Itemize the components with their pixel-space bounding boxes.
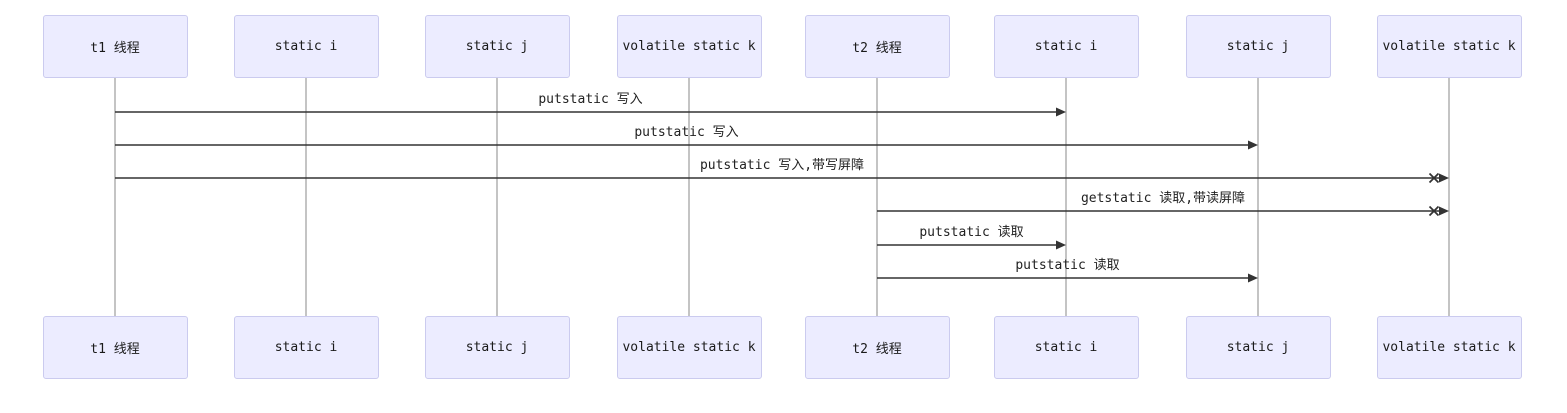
arrowhead-icon — [1439, 206, 1449, 216]
arrowhead-icon — [1248, 273, 1258, 283]
arrowhead-icon — [1056, 240, 1066, 250]
actor-box-static-j-2-top: static j — [1185, 15, 1331, 78]
actor-box-static-i-1-top: static i — [233, 15, 379, 78]
actor-box-volatile-static-k-1-bottom: volatile static k — [616, 316, 762, 379]
actor-box-static-i-2-top: static i — [993, 15, 1139, 78]
message-label-getstatic-read-k-barrier: getstatic 读取,带读屏障 — [1080, 191, 1246, 206]
message-label-putstatic-read-i: putstatic 读取 — [919, 225, 1024, 240]
actor-box-t1-thread-bottom: t1 线程 — [42, 316, 188, 379]
arrowhead-icon — [1439, 173, 1449, 183]
arrowhead-icon — [1056, 107, 1066, 117]
cross-icon — [1428, 172, 1440, 184]
actor-box-static-i-2-bottom: static i — [993, 316, 1139, 379]
message-label-putstatic-write-i: putstatic 写入 — [538, 92, 643, 107]
actor-box-volatile-static-k-2-bottom: volatile static k — [1376, 316, 1522, 379]
actor-box-static-j-1-bottom: static j — [424, 316, 570, 379]
message-label-putstatic-read-j: putstatic 读取 — [1015, 258, 1120, 273]
message-label-putstatic-write-k-barrier: putstatic 写入,带写屏障 — [699, 158, 865, 173]
actor-box-static-j-1-top: static j — [424, 15, 570, 78]
actor-box-volatile-static-k-2-top: volatile static k — [1376, 15, 1522, 78]
actor-box-static-i-1-bottom: static i — [233, 316, 379, 379]
actor-box-volatile-static-k-1-top: volatile static k — [616, 15, 762, 78]
actor-box-t1-thread-top: t1 线程 — [42, 15, 188, 78]
cross-icon — [1428, 205, 1440, 217]
actor-box-t2-thread-top: t2 线程 — [804, 15, 950, 78]
actor-box-t2-thread-bottom: t2 线程 — [804, 316, 950, 379]
actor-box-static-j-2-bottom: static j — [1185, 316, 1331, 379]
arrowhead-icon — [1248, 140, 1258, 150]
message-label-putstatic-write-j: putstatic 写入 — [634, 125, 739, 140]
